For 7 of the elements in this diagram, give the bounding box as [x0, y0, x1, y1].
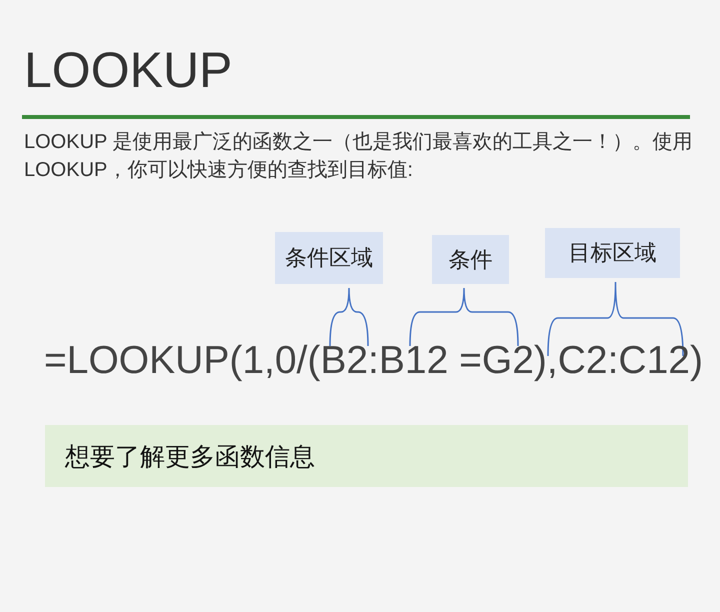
label-box: 条件区域 — [275, 232, 383, 284]
title: LOOKUP — [24, 41, 232, 100]
label-box: 目标区域 — [545, 228, 680, 278]
intro-paragraph: LOOKUP 是使用最广泛的函数之一（也是我们最喜欢的工具之一！）。使用 LOOKUP，你可以快速方便的查找到目标值: — [24, 130, 694, 183]
label-box: 条件 — [432, 235, 509, 284]
formula: =LOOKUP(1,0/(B2:B12 =G2),C2:C12) — [44, 338, 703, 384]
note-box: 想要了解更多函数信息 — [45, 425, 688, 487]
